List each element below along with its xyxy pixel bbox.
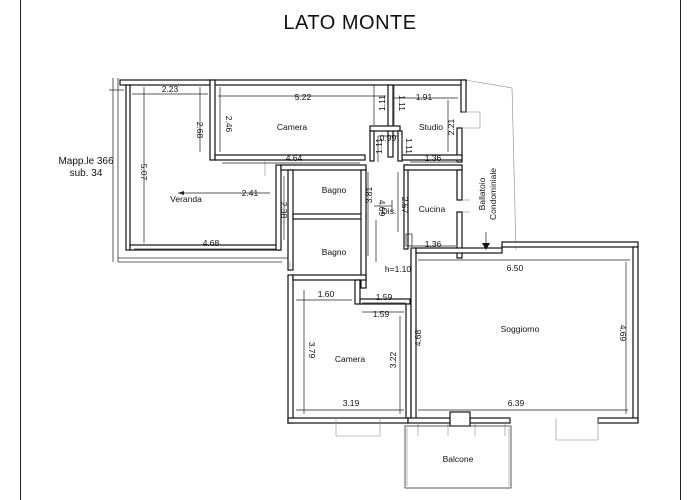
wall-camera2-top <box>292 274 367 281</box>
entry-step <box>405 233 413 247</box>
dimension-labels: 2.23 5.22 1.11 1.11 1.91 2.68 2.46 0.99 … <box>139 84 628 408</box>
dim-h-1-10: h=1.10 <box>385 264 412 274</box>
wall-camera-bottom <box>214 154 366 161</box>
wall-camera-studio <box>387 84 394 158</box>
room-label-camera-top: Camera <box>277 122 308 132</box>
lower-wing-walls <box>287 241 639 427</box>
boundary-lines <box>109 78 517 263</box>
dim-1-36-a: 1.36 <box>425 153 442 163</box>
room-label-ballatoio-2: Condominiale <box>488 168 498 220</box>
balcony-outline <box>404 425 512 489</box>
door-symbols <box>178 191 490 250</box>
wall-bagno-left <box>287 169 294 271</box>
room-label-veranda: Veranda <box>170 194 202 204</box>
room-label-bagno-2: Bagno <box>322 247 347 257</box>
wall-soggiorno-top <box>501 241 639 248</box>
dim-3-81: 3.81 <box>364 186 374 203</box>
wall-veranda-right <box>275 164 282 251</box>
dim-2-68: 2.68 <box>195 122 205 139</box>
wall-veranda-left <box>125 84 131 251</box>
wall-dis-top <box>369 125 401 132</box>
dim-5-22: 5.22 <box>295 92 312 102</box>
wall-cucina-top <box>403 164 463 171</box>
dim-5-07: 5.07 <box>139 164 149 181</box>
wall-bottom-right <box>597 417 639 424</box>
dimension-lines <box>132 85 630 414</box>
dim-1-11-d: 1.11 <box>404 138 414 154</box>
upper-wing-walls <box>119 79 467 289</box>
room-label-studio: Studio <box>419 122 443 132</box>
wall-corridor-left <box>354 279 361 305</box>
entry-arrow-icon <box>482 243 490 250</box>
wall-dis-right-upper <box>397 130 403 162</box>
veranda-arrow-icon <box>178 191 184 195</box>
dim-3-22: 3.22 <box>388 351 398 368</box>
dim-6-50: 6.50 <box>507 263 524 273</box>
parcel-line-1: Mapp.le 366 <box>58 156 114 167</box>
dim-2-38: 2.38 <box>279 202 289 219</box>
frame-left-border <box>20 0 21 500</box>
room-label-soggiorno: Soggiorno <box>501 324 540 334</box>
dim-4-69-b: 4.69 <box>618 325 628 342</box>
wall-cucina-right <box>456 211 463 259</box>
dim-3-19: 3.19 <box>343 398 360 408</box>
wall-studio-right <box>456 127 463 163</box>
wall-bagno-divider <box>292 213 367 220</box>
wall-bottom-middle <box>407 417 451 424</box>
window-marks <box>264 111 599 441</box>
dim-1-11-c: 1.11 <box>374 138 384 154</box>
wall-bagno-right <box>360 169 367 289</box>
dim-1-59-b: 1.59 <box>373 309 390 319</box>
dim-0-99: 0.99 <box>380 133 397 143</box>
dim-1-91: 1.91 <box>416 92 433 102</box>
room-labels: Camera Studio Veranda Bagno Bagno Dis. C… <box>170 122 539 464</box>
dim-2-21: 2.21 <box>446 118 456 135</box>
dim-4-68-a: 4.68 <box>203 238 220 248</box>
dim-1-36-b: 1.36 <box>425 239 442 249</box>
room-label-bagno-1: Bagno <box>322 185 347 195</box>
parcel-line-2: sub. 34 <box>69 168 103 179</box>
dim-2-41: 2.41 <box>242 188 259 198</box>
wall-camera2-right <box>405 303 412 420</box>
plan-title: LATO MONTE <box>283 12 417 34</box>
wall-pillar <box>449 411 471 427</box>
dim-3-79: 3.79 <box>307 342 317 359</box>
dim-2-23: 2.23 <box>162 84 179 94</box>
dim-1-11-b: 1.11 <box>397 95 407 111</box>
dim-4-68-b: 4.68 <box>413 329 423 346</box>
dim-2-46: 2.46 <box>224 116 234 133</box>
wall-soggiorno-top-left <box>415 247 503 254</box>
wall-dis-left-upper <box>369 130 375 162</box>
dim-1-59-a: 1.59 <box>376 292 393 302</box>
dim-2-57: 2.57 <box>400 197 410 214</box>
dim-4-69-a: 4.69 <box>377 200 387 217</box>
dim-1-11-a: 1.11 <box>377 95 387 111</box>
dim-1-60: 1.60 <box>318 289 335 299</box>
wall-bagno-top <box>280 164 367 171</box>
wall-cucina-right-top <box>456 169 463 201</box>
wall-camera2-bottom <box>287 417 409 424</box>
frame-right-border <box>680 0 681 500</box>
room-label-dis: Dis. <box>382 206 397 216</box>
dim-4-64: 4.64 <box>286 153 303 163</box>
wall-top-main <box>211 79 467 86</box>
wall-camera-left <box>209 79 216 161</box>
parcel-label: Mapp.le 366 sub. 34 <box>46 156 126 180</box>
room-label-balcone: Balcone <box>443 454 474 464</box>
wall-bottom-middle2 <box>469 417 511 424</box>
wall-studio-right-top <box>460 79 467 113</box>
room-label-camera-bottom: Camera <box>335 354 366 364</box>
wall-camera2-left <box>287 274 294 424</box>
room-label-cucina: Cucina <box>419 204 446 214</box>
room-label-ballatoio-1: Ballatoio <box>477 177 487 210</box>
wall-corridor-bottom <box>359 298 411 305</box>
wall-soggiorno-right <box>632 246 639 420</box>
dim-6-39: 6.39 <box>508 398 525 408</box>
balcony-rect <box>404 425 512 489</box>
